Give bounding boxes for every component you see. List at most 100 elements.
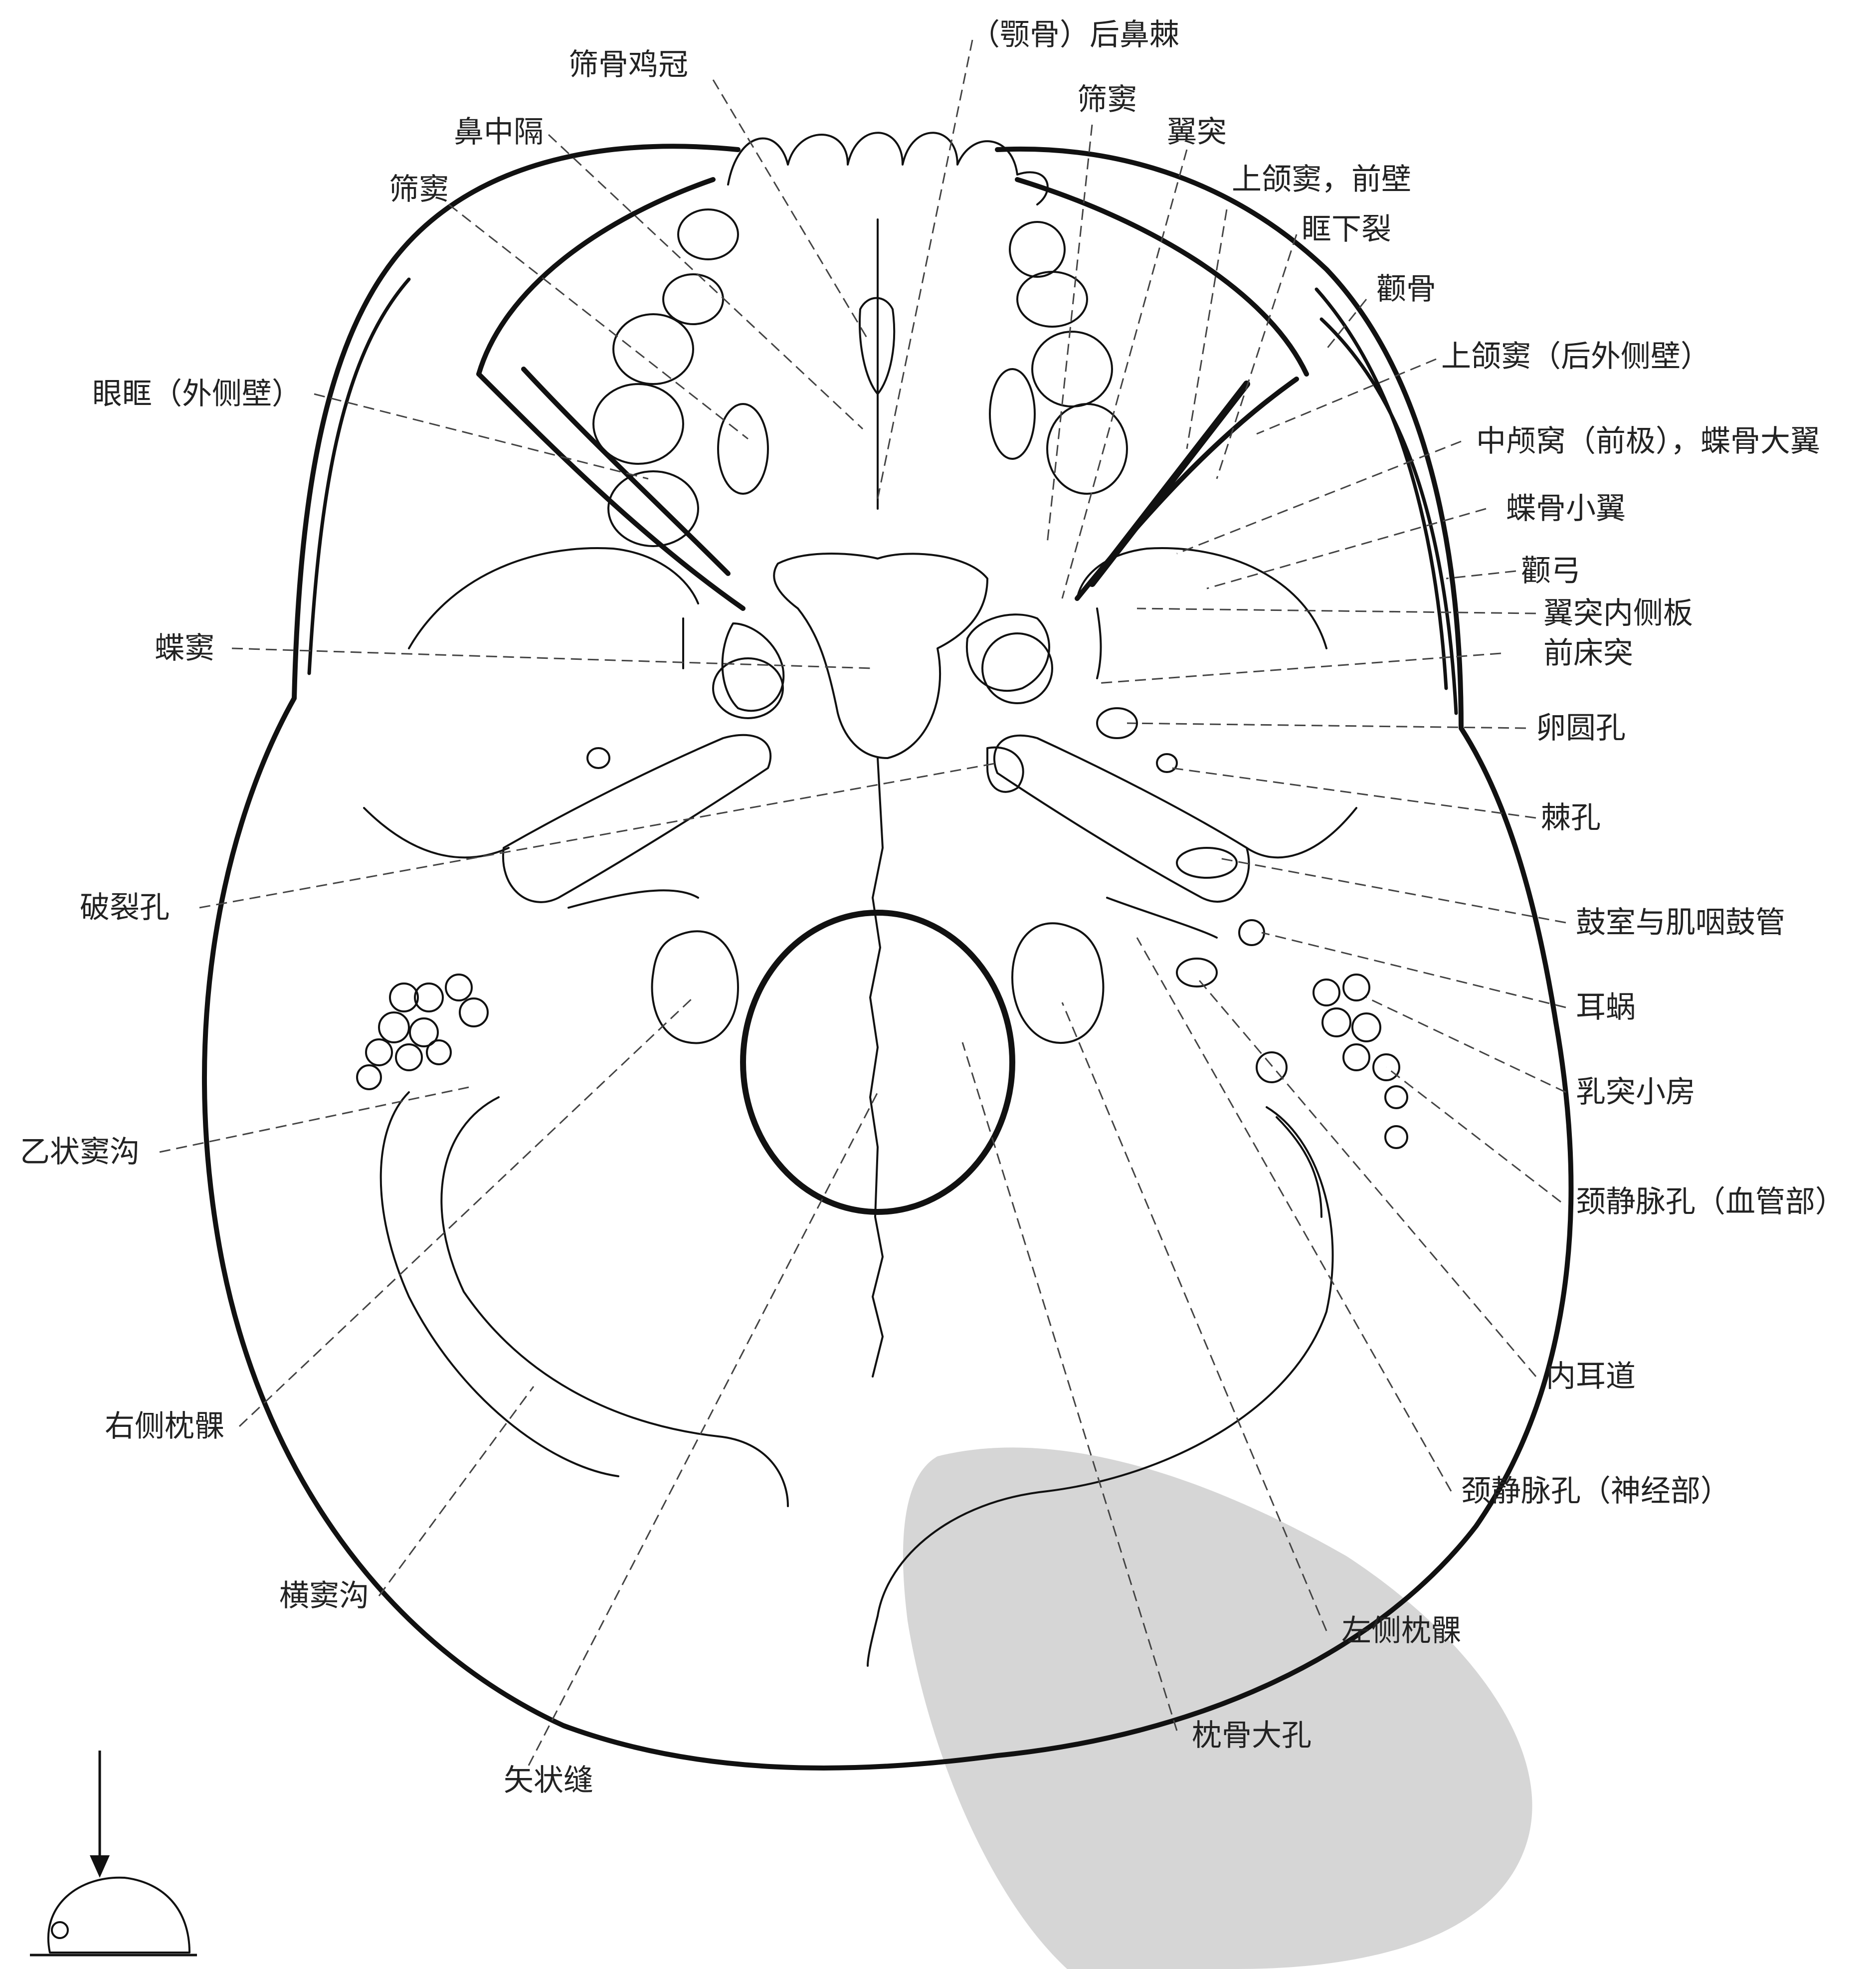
- petrous-right-lower: [1107, 898, 1217, 938]
- alveolar-ridge: [728, 133, 1048, 204]
- anterior-clinoid-right: [967, 614, 1049, 691]
- label-jugular-foramen-vascular: 颈静脉孔（血管部）: [1576, 1184, 1845, 1219]
- label-jugular-foramen-nervous: 颈静脉孔（神经部）: [1461, 1474, 1730, 1509]
- ethmoid-cell: [613, 314, 693, 384]
- mastoid-cell: [357, 1065, 381, 1089]
- leader-line: [1097, 653, 1501, 683]
- anterior-clinoid-left: [723, 623, 784, 711]
- leader-line: [1137, 938, 1451, 1491]
- label-maxillary-sinus-anterior: 上颌窦，前壁: [1232, 162, 1411, 197]
- mastoid-cell: [460, 998, 488, 1026]
- leader-line: [1366, 997, 1566, 1092]
- label-lesser-wing: 蝶骨小翼: [1506, 491, 1626, 526]
- mastoid-cell: [1322, 1008, 1350, 1036]
- label-ethmoid-sinus-top: 筛窦: [1077, 82, 1137, 117]
- mastoid-cell: [1385, 1126, 1407, 1148]
- orientation-icon: [30, 1751, 197, 1955]
- mastoid-cell: [427, 1040, 451, 1064]
- skull-inner-contour-left: [309, 279, 409, 673]
- skull-outline: [204, 146, 1571, 1768]
- mastoid-cell: [379, 1012, 409, 1042]
- leader-line: [199, 763, 997, 908]
- sigmoid-sulcus-left: [381, 1092, 618, 1476]
- middle-fossa-right: [1247, 808, 1356, 857]
- tympanic-cavity-shape: [1177, 848, 1237, 878]
- leader-line: [239, 997, 693, 1426]
- label-zygomatic-arch: 颧弓: [1521, 554, 1581, 589]
- ethmoid-cell: [990, 369, 1035, 459]
- leader-line: [713, 80, 868, 339]
- leader-line: [1217, 234, 1297, 479]
- label-crista-galli: 筛骨鸡冠: [568, 47, 688, 82]
- label-foramen-magnum: 枕骨大孔: [1192, 1718, 1312, 1753]
- label-sigmoid-sulcus: 乙状窦沟: [20, 1135, 140, 1170]
- petrous-ridges: [364, 735, 1356, 938]
- leader-line: [878, 40, 972, 499]
- cochlea-shape: [1239, 920, 1264, 945]
- mastoid-cell: [1352, 1013, 1380, 1041]
- leader-line: [1197, 978, 1536, 1377]
- ethmoid-cell: [1032, 332, 1112, 406]
- label-sphenoid-sinus: 蝶窦: [155, 631, 214, 666]
- ethmoid-cell: [678, 209, 738, 259]
- label-posterior-nasal-spine: （颚骨）后鼻棘: [970, 17, 1179, 52]
- sphenoid-sinus-outline: [774, 554, 987, 758]
- skull-outer-contour: [204, 146, 1571, 1768]
- label-orbit-lateral-wall: 眼眶（外侧壁）: [92, 377, 302, 411]
- label-foramen-spinosum: 棘孔: [1541, 800, 1601, 835]
- label-inferior-orbital-fissure: 眶下裂: [1302, 212, 1391, 247]
- mastoid-cell: [446, 975, 472, 1000]
- leader-line: [549, 135, 863, 429]
- clinoid-right-lower: [982, 633, 1052, 703]
- left-occipital-condyle-shape: [1012, 923, 1103, 1043]
- leader-line: [1446, 571, 1516, 579]
- lesser-wing-left: [409, 548, 698, 648]
- right-occipital-condyle-shape: [652, 931, 738, 1043]
- ethmoid-cells-right: [990, 222, 1127, 494]
- transverse-sulcus-left: [441, 1097, 788, 1506]
- petrous-left: [503, 735, 770, 902]
- label-mastoid-cells: 乳突小房: [1576, 1075, 1695, 1110]
- maxillary-sinus-posterior-wall: [1092, 384, 1247, 584]
- ethmoid-cells-left: [593, 209, 768, 546]
- mastoid-cell: [415, 984, 443, 1011]
- foramen-left-small: [587, 748, 609, 768]
- pterygoid-plate-right: [1097, 608, 1101, 678]
- mini-skull-icon: [48, 1878, 189, 1953]
- label-zygomatic-bone: 颧骨: [1376, 272, 1436, 307]
- label-ethmoid-sinus-left: 筛窦: [389, 172, 449, 207]
- label-medial-pterygoid-plate: 翼突内侧板: [1543, 596, 1693, 631]
- middle-fossa-left: [364, 808, 509, 857]
- leader-line: [1262, 933, 1566, 1007]
- leader-line: [529, 1092, 878, 1766]
- sagittal-suture-line: [870, 758, 883, 1377]
- petrous-left-lower: [568, 890, 698, 908]
- label-foramen-ovale: 卵圆孔: [1536, 711, 1626, 746]
- label-transverse-sulcus: 横窦沟: [279, 1578, 369, 1613]
- view-arrow-head: [90, 1855, 110, 1878]
- label-nasal-septum: 鼻中隔: [454, 115, 544, 150]
- sphenoid-body: [713, 554, 1052, 758]
- mastoid-cell: [1343, 1044, 1369, 1070]
- mastoid-cell: [396, 1044, 422, 1070]
- mastoid-cell: [390, 984, 418, 1011]
- orbit-wall-right-outer: [1017, 180, 1307, 374]
- label-tympanic-cavity: 鼓室与肌咽鼓管: [1576, 905, 1785, 940]
- label-sagittal-suture: 矢状缝: [504, 1763, 593, 1798]
- leader-line: [1137, 608, 1536, 613]
- label-foramen-lacerum: 破裂孔: [80, 890, 170, 925]
- orbital-walls: [409, 180, 1326, 678]
- mastoid-cell: [366, 1039, 392, 1065]
- foramen-spinosum-shape: [1157, 754, 1177, 772]
- lesser-wing-right: [1077, 548, 1326, 648]
- mastoid-cell: [1313, 980, 1339, 1005]
- leader-line: [1217, 858, 1566, 923]
- leader-line: [1386, 1067, 1561, 1202]
- leader-line: [379, 1386, 534, 1596]
- label-maxillary-sinus-posterolateral: 上颌窦（后外侧壁）: [1441, 339, 1710, 374]
- label-cochlea: 耳蜗: [1576, 990, 1636, 1025]
- internal-auditory-canal-shape: [1177, 959, 1217, 986]
- label-pterygoid-process: 翼突: [1167, 115, 1227, 150]
